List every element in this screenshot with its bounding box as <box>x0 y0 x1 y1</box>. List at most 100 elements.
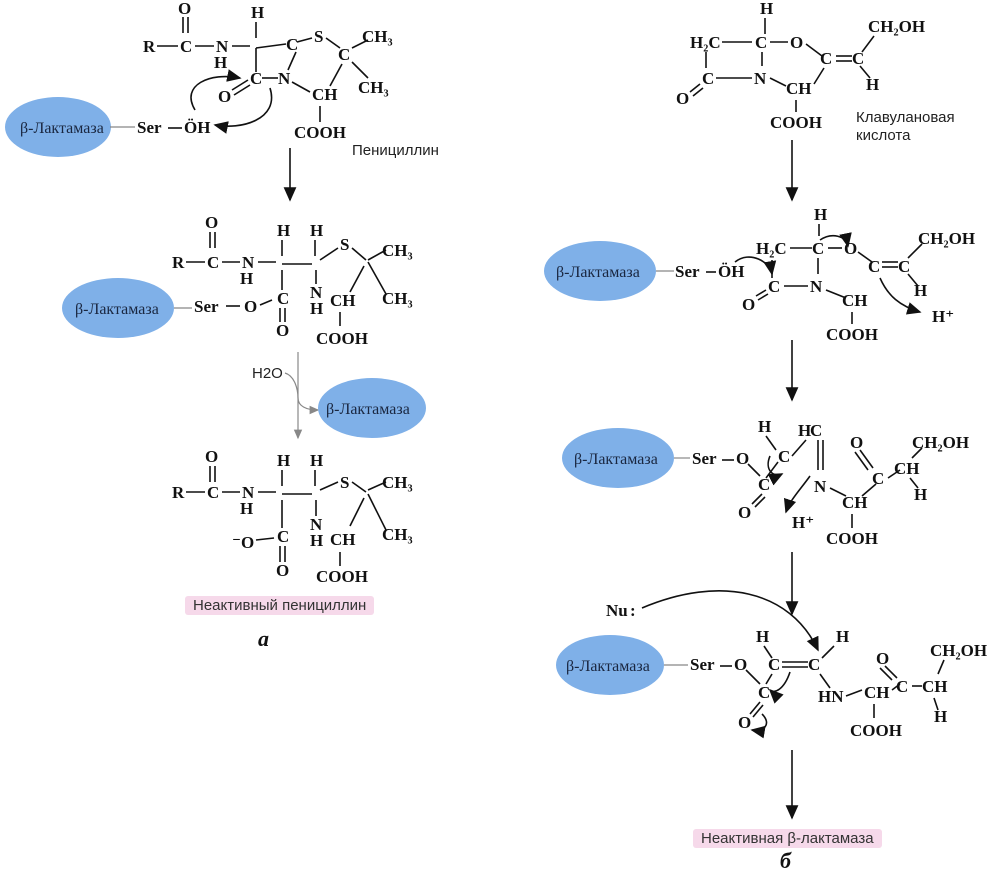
svg-text:C: C <box>277 289 289 308</box>
svg-text:H: H <box>914 281 927 300</box>
svg-text:C: C <box>896 677 908 696</box>
svg-text:R: R <box>143 37 156 56</box>
svg-text:H⁺: H⁺ <box>792 513 814 532</box>
svg-text:N: N <box>310 515 323 534</box>
inactive-penicillin-structure: O R C N H H H S CH₃ CH₃ CH COOH N H C O … <box>172 447 413 586</box>
beta-lactamase-enzyme-b1 <box>544 241 656 301</box>
svg-text:CH: CH <box>786 79 812 98</box>
svg-text:S: S <box>340 235 349 254</box>
svg-text:O: O <box>850 433 863 452</box>
svg-text:COOH: COOH <box>826 325 878 344</box>
svg-text:COOH: COOH <box>770 113 822 132</box>
svg-text:Ser: Ser <box>692 449 717 468</box>
svg-text:CH₂OH: CH₂OH <box>930 641 987 660</box>
svg-text:CH: CH <box>330 291 356 310</box>
svg-text:O: O <box>276 321 289 340</box>
svg-text:COOH: COOH <box>826 529 878 548</box>
svg-text:H: H <box>240 269 253 288</box>
svg-text:C: C <box>768 655 780 674</box>
enzyme-label-a3: β-Лактамаза <box>326 401 410 418</box>
svg-text:H: H <box>251 3 264 22</box>
acyl-enzyme-structure: O R C N H H H S CH₃ CH₃ CH COOH N H C O … <box>172 213 413 348</box>
svg-text:H₂C: H₂C <box>756 239 787 258</box>
svg-text:R: R <box>172 253 185 272</box>
svg-text:O: O <box>244 297 257 316</box>
svg-text:C: C <box>250 69 262 88</box>
penicillin-structure: R C O N H H C S C CH₃ CH₃ CH COOH N C O <box>143 0 393 142</box>
svg-text:CH₃: CH₃ <box>382 525 413 544</box>
svg-text:CH₂OH: CH₂OH <box>868 17 925 36</box>
svg-text:CH: CH <box>312 85 338 104</box>
svg-text:H: H <box>214 53 227 72</box>
svg-text:S: S <box>314 27 323 46</box>
inactivated-enzyme-structure: Ser O C O H C C H HN CH COOH O C CH CH₂O… <box>690 627 987 740</box>
svg-text:CH₃: CH₃ <box>382 289 413 308</box>
svg-text:S: S <box>340 473 349 492</box>
svg-text:O: O <box>676 89 689 108</box>
svg-text:CH₂OH: CH₂OH <box>912 433 969 452</box>
svg-text:CH₃: CH₃ <box>382 241 413 260</box>
svg-text:N: N <box>810 277 823 296</box>
svg-text:CH₃: CH₃ <box>362 27 393 46</box>
svg-text:C: C <box>207 253 219 272</box>
beta-lactamase-enzyme-a2 <box>62 278 174 338</box>
beta-lactamase-enzyme-a3 <box>318 378 426 438</box>
svg-text:H: H <box>310 221 323 240</box>
svg-text:H⁺: H⁺ <box>932 307 954 326</box>
svg-text:CH₃: CH₃ <box>382 473 413 492</box>
svg-text:C: C <box>872 469 884 488</box>
svg-text:C: C <box>207 483 219 502</box>
svg-text:H: H <box>836 627 849 646</box>
svg-text:C: C <box>755 33 767 52</box>
svg-text:CH: CH <box>864 683 890 702</box>
svg-text::: : <box>630 601 636 620</box>
svg-text:N: N <box>216 37 229 56</box>
svg-text:ÖH: ÖH <box>718 262 744 281</box>
beta-lactamase-enzyme-b3 <box>556 635 664 695</box>
svg-text:O: O <box>205 213 218 232</box>
svg-text:C: C <box>868 257 880 276</box>
svg-text:CH: CH <box>330 530 356 549</box>
svg-text:C: C <box>286 35 298 54</box>
panel-letter-b: б <box>780 848 791 873</box>
svg-text:HN: HN <box>818 687 844 706</box>
svg-text:H: H <box>814 205 827 224</box>
panel-letter-a: а <box>258 626 269 651</box>
clavulanic-label-line2: кислота <box>856 127 911 144</box>
clavulanic-acid-structure: H H₂C C O C C CH₂OH H C O N CH COOH <box>676 0 925 132</box>
enzyme-label-a1: β-Лактамаза <box>20 120 104 137</box>
beta-lactamase-enzyme-a1 <box>5 97 111 157</box>
svg-text:Ser: Ser <box>675 262 700 281</box>
svg-text:N: N <box>814 477 827 496</box>
svg-text:H: H <box>277 451 290 470</box>
svg-text:C: C <box>180 37 192 56</box>
svg-text:O: O <box>876 649 889 668</box>
enzyme-label-b2: β-Лактамаза <box>574 451 658 468</box>
penicillin-label: Пенициллин <box>352 142 439 159</box>
clavulanic-label-line1: Клавулановая <box>856 109 955 126</box>
svg-text:CH: CH <box>842 493 868 512</box>
svg-text:COOH: COOH <box>316 567 368 586</box>
svg-text:N: N <box>310 283 323 302</box>
svg-text:ÖH: ÖH <box>184 118 210 137</box>
svg-text:H: H <box>756 627 769 646</box>
svg-text:H: H <box>760 0 773 18</box>
svg-text:H: H <box>866 75 879 94</box>
svg-text:H: H <box>914 485 927 504</box>
enzyme-label-b3: β-Лактамаза <box>566 658 650 675</box>
svg-text:CH: CH <box>922 677 948 696</box>
svg-text:N: N <box>242 483 255 502</box>
svg-text:O: O <box>736 449 749 468</box>
svg-text:H: H <box>310 531 323 550</box>
svg-text:N: N <box>278 69 291 88</box>
svg-text:H: H <box>310 299 323 318</box>
water-label: H2O <box>252 365 283 382</box>
svg-text:O: O <box>276 561 289 580</box>
inactive-lactamase-label: Неактивная β-лактамаза <box>693 829 882 848</box>
inactive-penicillin-label: Неактивный пенициллин <box>185 596 375 615</box>
svg-text:C: C <box>898 257 910 276</box>
svg-text:C: C <box>758 475 770 494</box>
svg-text:C: C <box>812 239 824 258</box>
svg-text:C: C <box>808 655 820 674</box>
svg-text:H₂C: H₂C <box>690 33 721 52</box>
